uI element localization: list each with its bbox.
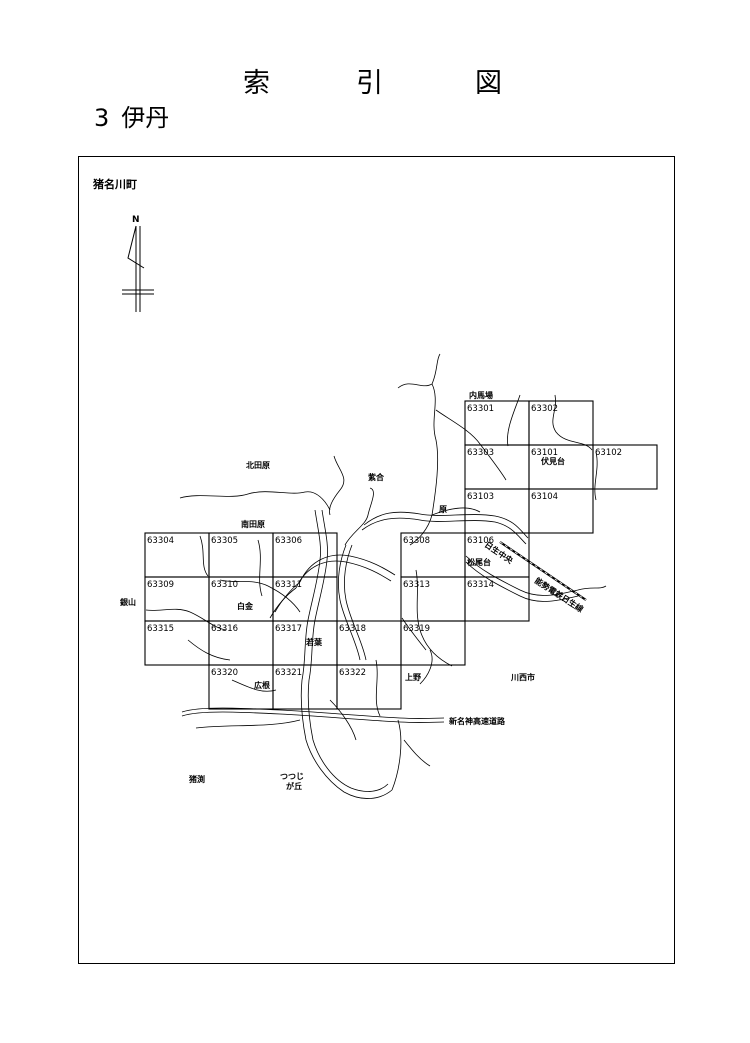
railway-line: [499, 541, 587, 601]
place-inobuchi: 猪渕: [188, 774, 205, 784]
page-title: 索 引 図: [0, 64, 750, 104]
index-tile-label: 63317: [275, 624, 302, 634]
place-shigo: 紫合: [368, 472, 385, 482]
index-tile-label: 63311: [275, 580, 302, 590]
place-matsuodai: 松尾台: [467, 557, 491, 567]
area-heading: 3 伊丹: [94, 101, 169, 135]
index-tile-label: 63308: [403, 536, 430, 546]
index-tile-label: 63318: [339, 624, 366, 634]
index-tile-label: 63101: [531, 448, 558, 458]
index-tile-63314[interactable]: [464, 576, 530, 622]
index-tile-label: 63316: [211, 624, 238, 634]
index-tile-label: 63319: [403, 624, 430, 634]
place-hara: 原: [439, 505, 447, 514]
index-tile-label: 63302: [531, 404, 558, 414]
index-tile-63322[interactable]: [336, 664, 402, 710]
index-tile-label: 63309: [147, 580, 174, 590]
index-tile-label: 63321: [275, 668, 302, 678]
index-tile-label: 63103: [467, 492, 494, 502]
place-shirogane: 白金: [237, 601, 254, 611]
index-tile-label: 63310: [211, 580, 238, 590]
place-kawanishi: 川西市: [510, 672, 535, 682]
title-char-1: 索: [243, 68, 270, 99]
index-tile-label: 63301: [467, 404, 494, 414]
index-tile-grid: 63301 63302 63303 63101 63102 63103 63104 63304…: [144, 400, 658, 710]
map-frame: [78, 156, 675, 964]
north-arrow-icon: N: [122, 215, 154, 312]
index-tile-label: 63106: [467, 536, 494, 546]
place-tsutsuji-2: が丘: [286, 781, 302, 791]
index-tile-label: 63315: [147, 624, 174, 634]
place-hirone: 広根: [254, 680, 270, 690]
index-tile-63319[interactable]: [400, 620, 466, 666]
index-tile-label: 63313: [403, 580, 430, 590]
index-tile-label: 63322: [339, 668, 366, 678]
place-kamino: 上野: [405, 672, 421, 682]
index-tile-63102[interactable]: [592, 444, 658, 490]
index-tile-label: 63102: [595, 448, 622, 458]
area-name: 伊丹: [121, 104, 170, 132]
index-tile-63104[interactable]: [528, 488, 594, 534]
area-number: 3: [94, 104, 110, 132]
index-tile-label: 63305: [211, 536, 238, 546]
place-uchiumaba: 内馬場: [469, 390, 493, 400]
place-wakaba: 若葉: [305, 637, 323, 647]
place-kitatahara: 北田原: [246, 460, 270, 470]
index-tile-label: 63304: [147, 536, 174, 546]
title-char-2: 引: [356, 68, 383, 99]
title-char-3: 図: [475, 68, 502, 99]
index-tile-label: 63314: [467, 580, 494, 590]
place-ginzan: 銀山: [119, 597, 136, 607]
north-label: N: [132, 215, 140, 225]
place-expressway: 新名神高速道路: [449, 716, 506, 726]
index-tile-label: 63303: [467, 448, 494, 458]
place-fushimidai: 伏見台: [541, 456, 565, 466]
index-tile-label: 63104: [531, 492, 558, 502]
town-label: 猪名川町: [92, 177, 137, 191]
index-tile-label: 63320: [211, 668, 238, 678]
place-minamitahara: 南田原: [241, 519, 265, 529]
place-tsutsuji-1: つつじ: [280, 772, 304, 781]
index-tile-label: 63306: [275, 536, 302, 546]
